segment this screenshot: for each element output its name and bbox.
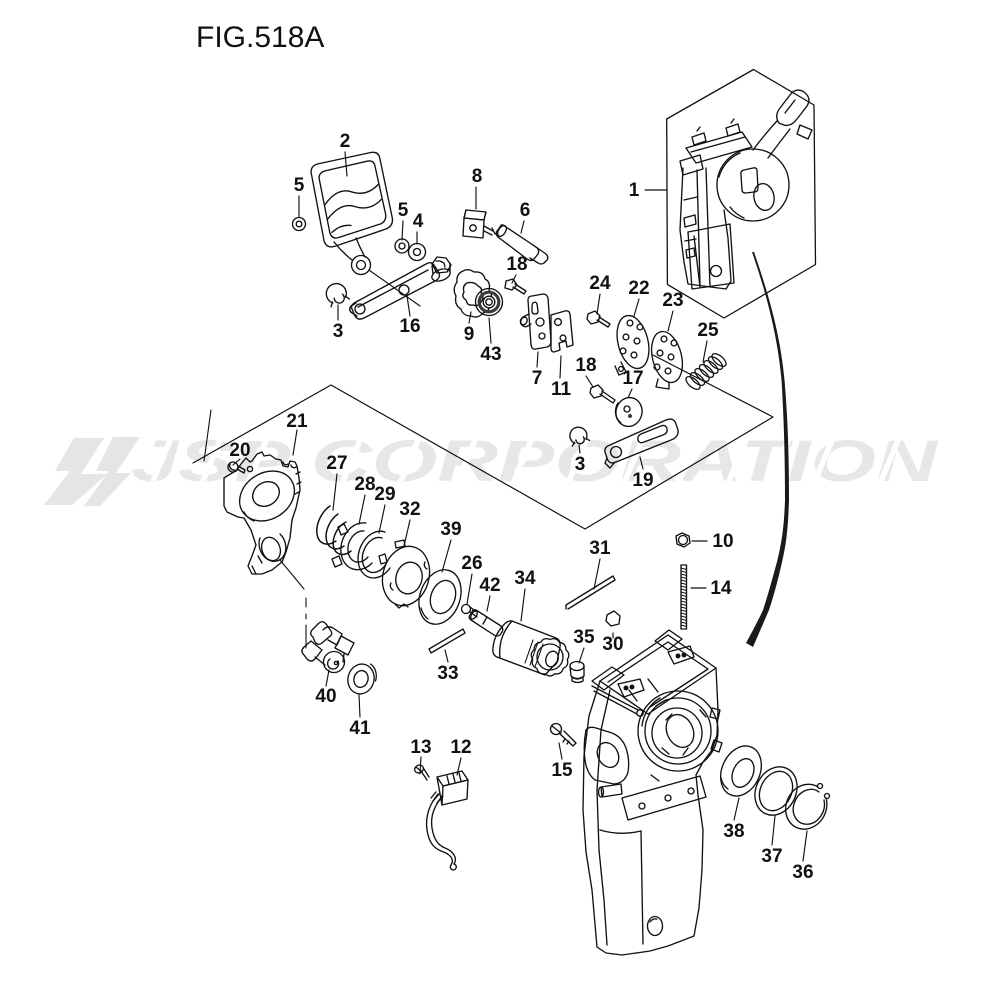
svg-text:36: 36 [792,862,813,883]
svg-text:13: 13 [410,737,431,758]
svg-text:14: 14 [710,578,732,599]
svg-text:20: 20 [229,440,250,461]
svg-text:5: 5 [398,200,409,221]
svg-text:1: 1 [629,180,640,201]
svg-text:28: 28 [354,474,375,495]
svg-text:12: 12 [450,737,471,758]
svg-text:35: 35 [573,627,595,648]
svg-text:27: 27 [326,453,347,474]
svg-text:33: 33 [437,663,458,684]
svg-text:19: 19 [632,470,653,491]
svg-text:40: 40 [315,686,336,707]
svg-text:37: 37 [761,846,782,867]
svg-text:18: 18 [575,355,596,376]
svg-text:32: 32 [399,499,420,520]
svg-text:22: 22 [628,278,649,299]
svg-text:3: 3 [575,454,586,475]
svg-text:3: 3 [333,321,344,342]
svg-text:42: 42 [479,575,500,596]
svg-text:34: 34 [514,568,536,589]
svg-text:30: 30 [602,634,623,655]
svg-text:21: 21 [286,411,308,432]
svg-text:38: 38 [723,821,744,842]
svg-text:11: 11 [551,379,572,400]
svg-text:43: 43 [480,344,501,365]
svg-text:FIG.518A: FIG.518A [196,21,324,54]
svg-text:25: 25 [697,320,719,341]
svg-text:7: 7 [532,368,543,389]
svg-text:31: 31 [589,538,611,559]
svg-text:6: 6 [520,200,531,221]
svg-text:18: 18 [506,254,527,275]
svg-text:10: 10 [712,531,733,552]
svg-text:9: 9 [464,324,475,345]
svg-text:8: 8 [472,166,483,187]
svg-text:39: 39 [440,519,461,540]
svg-text:4: 4 [413,211,424,232]
svg-text:26: 26 [461,553,482,574]
svg-text:16: 16 [399,316,420,337]
svg-text:29: 29 [374,484,395,505]
svg-text:41: 41 [349,718,371,739]
svg-text:2: 2 [340,131,351,152]
svg-text:23: 23 [662,290,683,311]
svg-text:17: 17 [622,368,643,389]
svg-text:5: 5 [294,175,305,196]
svg-text:24: 24 [589,273,611,294]
svg-text:15: 15 [551,760,573,781]
